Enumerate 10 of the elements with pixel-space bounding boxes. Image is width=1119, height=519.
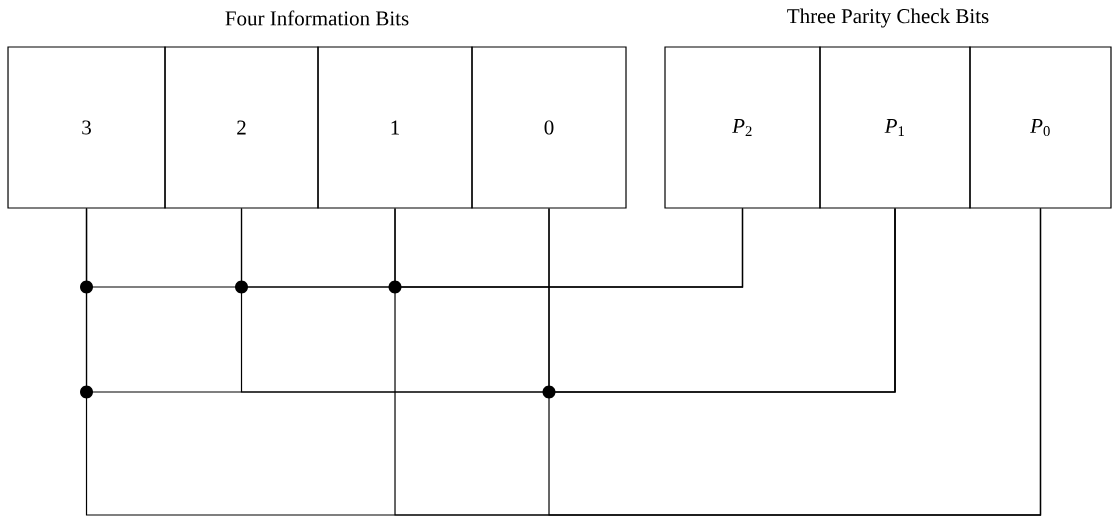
bit-cell: P$_{1}$ xyxy=(819,46,971,209)
bit-cell: P$_{2}$ xyxy=(664,46,821,209)
group-heading: Three Parity Check Bits xyxy=(787,8,989,28)
bit-cell: 1 xyxy=(317,46,473,209)
bit-cell: 2 xyxy=(164,46,319,209)
bit-cell: 0 xyxy=(471,46,627,209)
group-heading: Four Information Bits xyxy=(225,10,409,26)
connector-line xyxy=(548,208,1042,516)
bit-cell: P$_{0}$ xyxy=(969,46,1112,209)
bit-cell: 3 xyxy=(7,46,166,209)
